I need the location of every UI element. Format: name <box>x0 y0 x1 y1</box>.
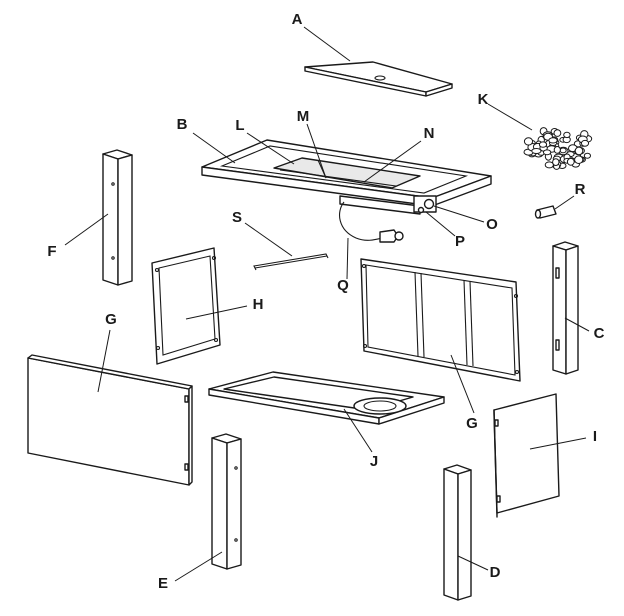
lava-rock <box>566 157 575 166</box>
callout-p: P <box>455 233 465 250</box>
callout-l: L <box>235 117 244 134</box>
callout-h: H <box>253 296 264 313</box>
lava-rock <box>542 149 552 156</box>
callout-f: F <box>47 243 56 260</box>
callout-s: S <box>232 209 242 226</box>
lava-rock <box>548 137 558 144</box>
callout-o: O <box>486 216 498 233</box>
part-i-door <box>493 393 560 518</box>
callout-r: R <box>575 181 586 198</box>
part-c-leg <box>552 241 579 375</box>
part-h-door-panel <box>151 247 221 365</box>
callout-e: E <box>158 575 168 592</box>
part-r-fitting <box>534 205 557 219</box>
part-s-rod <box>253 253 329 271</box>
lava-rock <box>583 152 592 159</box>
part-k-lava-rocks <box>523 127 593 170</box>
callout-i: I <box>593 428 597 445</box>
lava-rock <box>552 158 560 167</box>
lava-rock <box>553 129 562 137</box>
callout-labels: A B C D E F G G H I J K L M N O P Q R S <box>47 11 604 592</box>
leader-lines <box>64 26 590 582</box>
part-g-side-panel-left <box>27 354 193 486</box>
callout-j: J <box>370 453 378 470</box>
callout-g-right: G <box>466 415 478 432</box>
callout-n: N <box>424 125 435 142</box>
part-b-table-frame <box>201 139 492 215</box>
lava-rock <box>580 139 590 147</box>
lava-rock <box>553 146 561 154</box>
lava-rock <box>563 131 571 139</box>
callout-d: D <box>490 564 501 581</box>
lava-rock <box>574 146 584 156</box>
callout-m: M <box>297 108 310 125</box>
part-f-leg <box>102 149 133 286</box>
part-g-side-panel-right <box>360 258 521 382</box>
callout-b: B <box>177 116 188 133</box>
callout-k: K <box>478 91 489 108</box>
part-j-base-frame <box>208 371 445 425</box>
lava-rock <box>523 137 534 146</box>
callout-a: A <box>292 11 303 28</box>
part-q-gas-hose <box>338 201 404 243</box>
lava-rock <box>538 141 548 148</box>
callout-g-left: G <box>105 311 117 328</box>
part-a-lid <box>304 61 453 97</box>
callout-q: Q <box>337 277 349 294</box>
lava-rock <box>559 147 567 154</box>
part-d-leg <box>443 464 472 601</box>
lava-rock <box>574 155 584 164</box>
lava-rock <box>531 148 542 154</box>
callout-c: C <box>594 325 605 342</box>
part-e-leg <box>211 433 242 570</box>
